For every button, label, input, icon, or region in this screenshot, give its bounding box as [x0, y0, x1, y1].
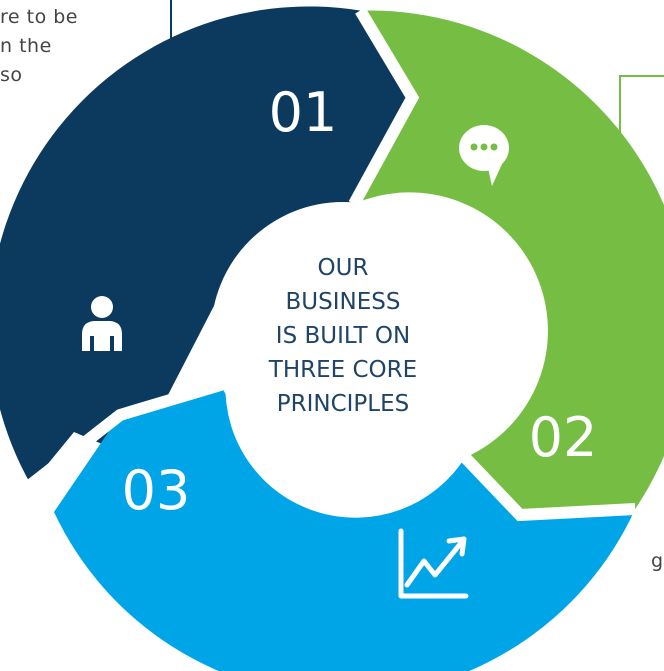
- center-circle: [211, 202, 475, 466]
- center-text-line: THREE CORE: [268, 357, 417, 383]
- segment-number-02: 02: [529, 406, 598, 469]
- center-text-line: BUSINESS: [286, 289, 401, 315]
- segment-number-01: 01: [269, 81, 338, 144]
- separator-01-02: [348, 7, 420, 207]
- center-text-line: OUR: [318, 255, 369, 281]
- center-text-line: PRINCIPLES: [277, 391, 410, 417]
- segment-02[interactable]: [354, 10, 664, 515]
- segment-01[interactable]: [0, 6, 413, 485]
- left-snippet-line: so: [0, 64, 23, 86]
- separator-03-01: [27, 377, 228, 490]
- chat-bubble-icon: [459, 125, 509, 186]
- person-icon: [82, 296, 122, 351]
- center-text-line: IS BUILT ON: [276, 323, 410, 349]
- segment-03[interactable]: [54, 383, 636, 671]
- left-text-snippet: re to be n the so: [0, 3, 78, 90]
- growth-chart-icon: [398, 528, 469, 599]
- right-text-snippet: g: [651, 550, 664, 572]
- left-snippet-line: n the: [0, 35, 52, 57]
- separator-02-03: [460, 453, 636, 522]
- segment-number-03: 03: [122, 459, 191, 522]
- left-snippet-line: re to be: [0, 6, 78, 28]
